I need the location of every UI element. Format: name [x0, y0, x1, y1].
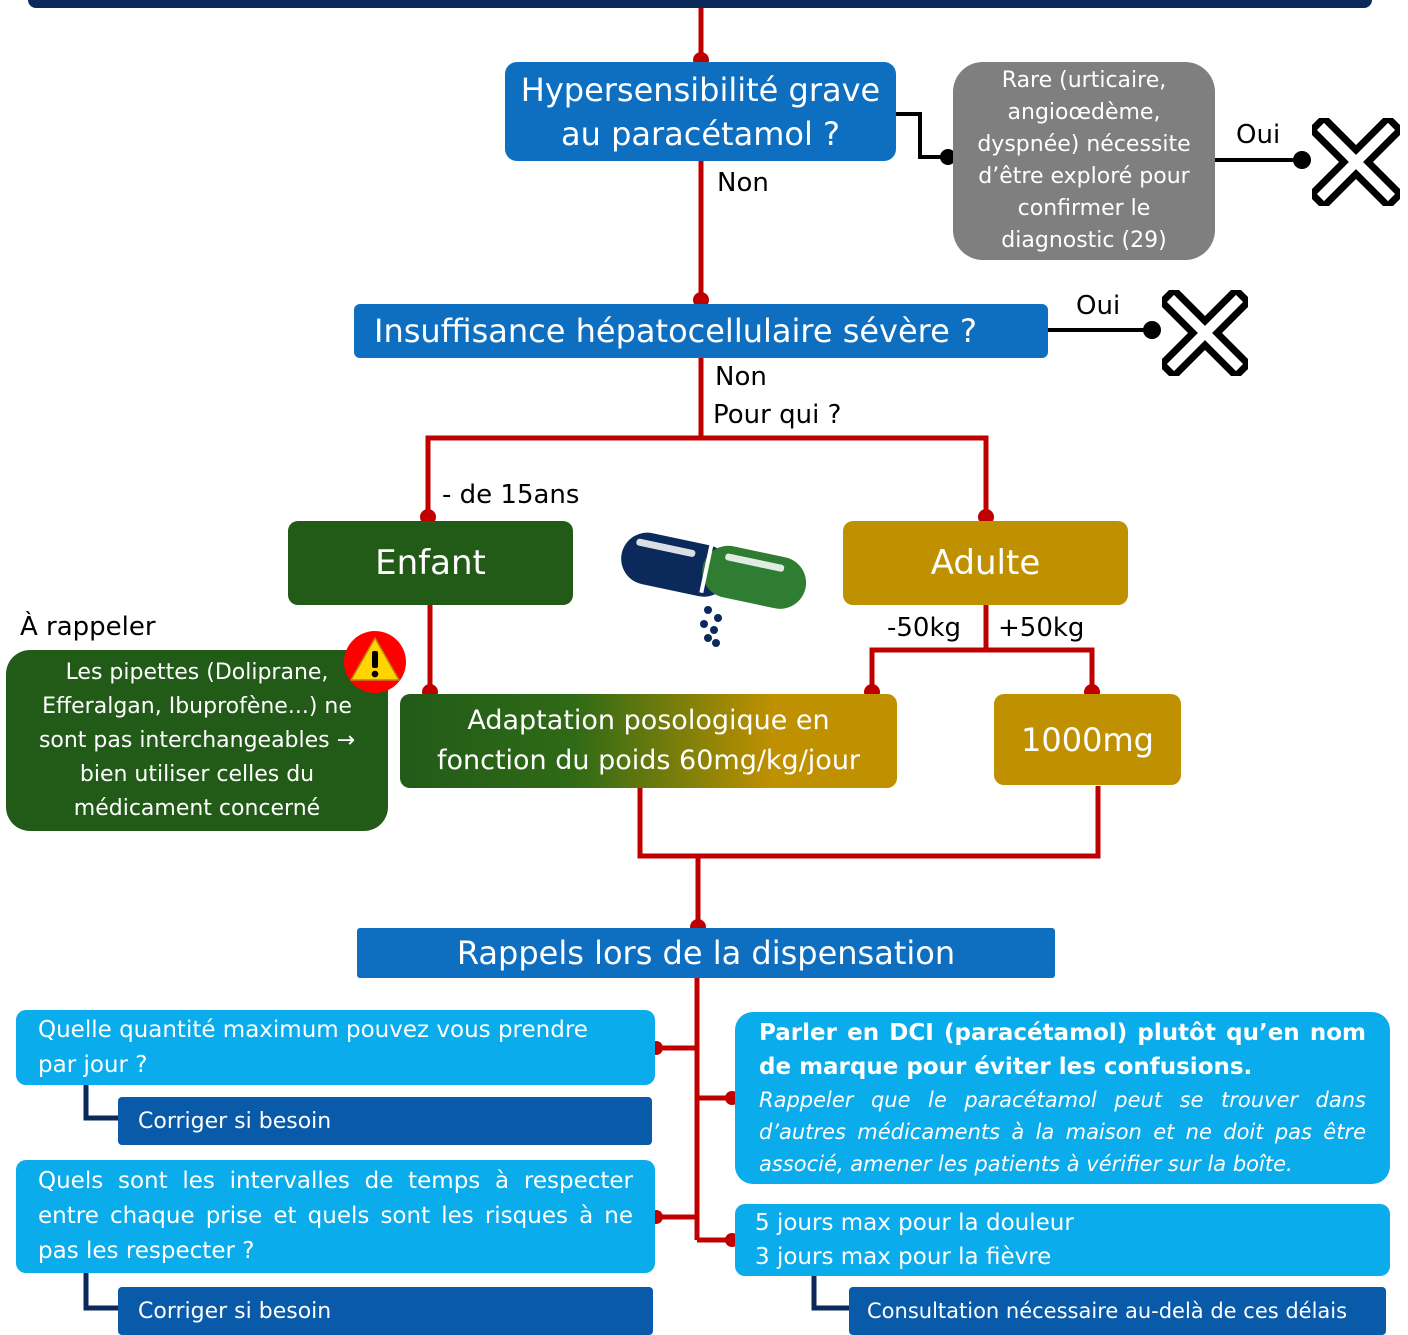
label-non-1: Non — [717, 168, 769, 198]
label-oui-1: Oui — [1236, 120, 1281, 150]
cross-icon — [1312, 118, 1400, 206]
dosage-adaptation-text: Adaptation posologique en fonction du po… — [436, 705, 861, 776]
adult-node: Adulte — [843, 521, 1128, 605]
label-moins-15: - de 15ans — [442, 480, 580, 510]
adult-text: Adulte — [930, 543, 1041, 583]
consultation-needed: Consultation nécessaire au-delà de ces d… — [849, 1287, 1386, 1335]
child-node: Enfant — [288, 521, 573, 605]
correct-if-needed-2-text: Corriger si besoin — [138, 1298, 332, 1324]
advice-duration-line1: 5 jours max pour la douleur — [755, 1210, 1074, 1236]
capsule-icon — [621, 532, 807, 647]
cross-icon — [1162, 290, 1248, 376]
dose-1000-node: 1000mg — [994, 694, 1181, 785]
liver-failure-text: Insuffisance hépatocellulaire sévère ? — [374, 312, 977, 350]
warning-icon — [344, 631, 406, 693]
label-pour-qui: Pour qui ? — [713, 400, 842, 430]
hypersensitivity-text: Hypersensibilité grave au paracétamol ? — [520, 70, 881, 153]
label-non-2: Non — [715, 362, 767, 392]
advice-dci-italic: Rappeler que le paracétamol peut se trou… — [759, 1088, 1366, 1176]
top-banner — [28, 0, 1372, 8]
dosage-adaptation: Adaptation posologique en fonction du po… — [400, 694, 897, 788]
dispensation-reminders-text: Rappels lors de la dispensation — [456, 934, 956, 972]
question-max-dose-text: Quelle quantité maximum pouvez vous pren… — [38, 1016, 588, 1078]
correct-if-needed-1: Corriger si besoin — [118, 1097, 652, 1145]
dispensation-reminders: Rappels lors de la dispensation — [357, 928, 1055, 978]
dose-1000-text: 1000mg — [1021, 720, 1154, 759]
label-moins-50: -50kg — [887, 613, 962, 643]
label-plus-50: +50kg — [998, 613, 1085, 643]
label-a-rappeler: À rappeler — [20, 612, 156, 642]
question-intervals: Quels sont les intervalles de temps à re… — [16, 1160, 655, 1273]
consultation-needed-text: Consultation nécessaire au-delà de ces d… — [867, 1299, 1348, 1323]
reminder-text: Les pipettes (Doliprane, Efferalgan, Ibu… — [38, 659, 356, 821]
label-oui-2: Oui — [1076, 291, 1121, 321]
child-text: Enfant — [375, 543, 486, 583]
hypersensitivity-question: Hypersensibilité grave au paracétamol ? — [505, 62, 896, 161]
advice-duration: 5 jours max pour la douleur 3 jours max … — [735, 1204, 1390, 1276]
liver-failure-question: Insuffisance hépatocellulaire sévère ? — [354, 304, 1048, 358]
advice-dci: Parler en DCI (paracétamol) plutôt qu’en… — [735, 1012, 1390, 1184]
advice-duration-line2: 3 jours max pour la fièvre — [755, 1244, 1052, 1270]
reminder-box: Les pipettes (Doliprane, Efferalgan, Ibu… — [6, 650, 388, 831]
correct-if-needed-1-text: Corriger si besoin — [138, 1108, 332, 1134]
rare-note: Rare (urticaire, angioœdème, dyspnée) né… — [953, 62, 1215, 260]
correct-if-needed-2: Corriger si besoin — [118, 1287, 653, 1335]
rare-note-text: Rare (urticaire, angioœdème, dyspnée) né… — [977, 68, 1191, 253]
question-intervals-text: Quels sont les intervalles de temps à re… — [38, 1168, 633, 1264]
question-max-dose: Quelle quantité maximum pouvez vous pren… — [16, 1010, 655, 1085]
advice-dci-bold: Parler en DCI (paracétamol) plutôt qu’en… — [759, 1020, 1366, 1080]
